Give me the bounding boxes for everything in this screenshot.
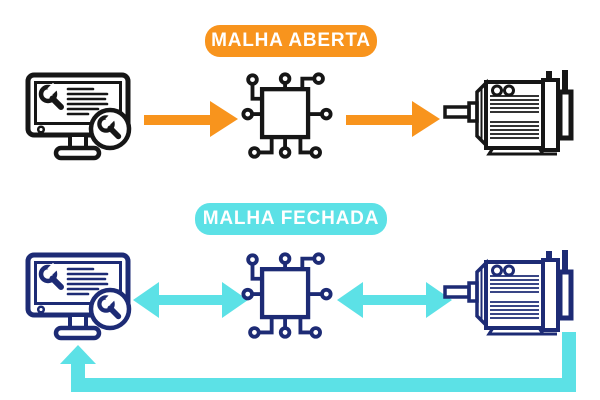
open-loop-title: MALHA ABERTA [211,30,371,51]
closed-loop-title: MALHA FECHADA [202,208,380,229]
open-loop-title-badge: MALHA ABERTA [205,25,377,57]
closed-loop-title-badge: MALHA FECHADA [195,203,387,235]
